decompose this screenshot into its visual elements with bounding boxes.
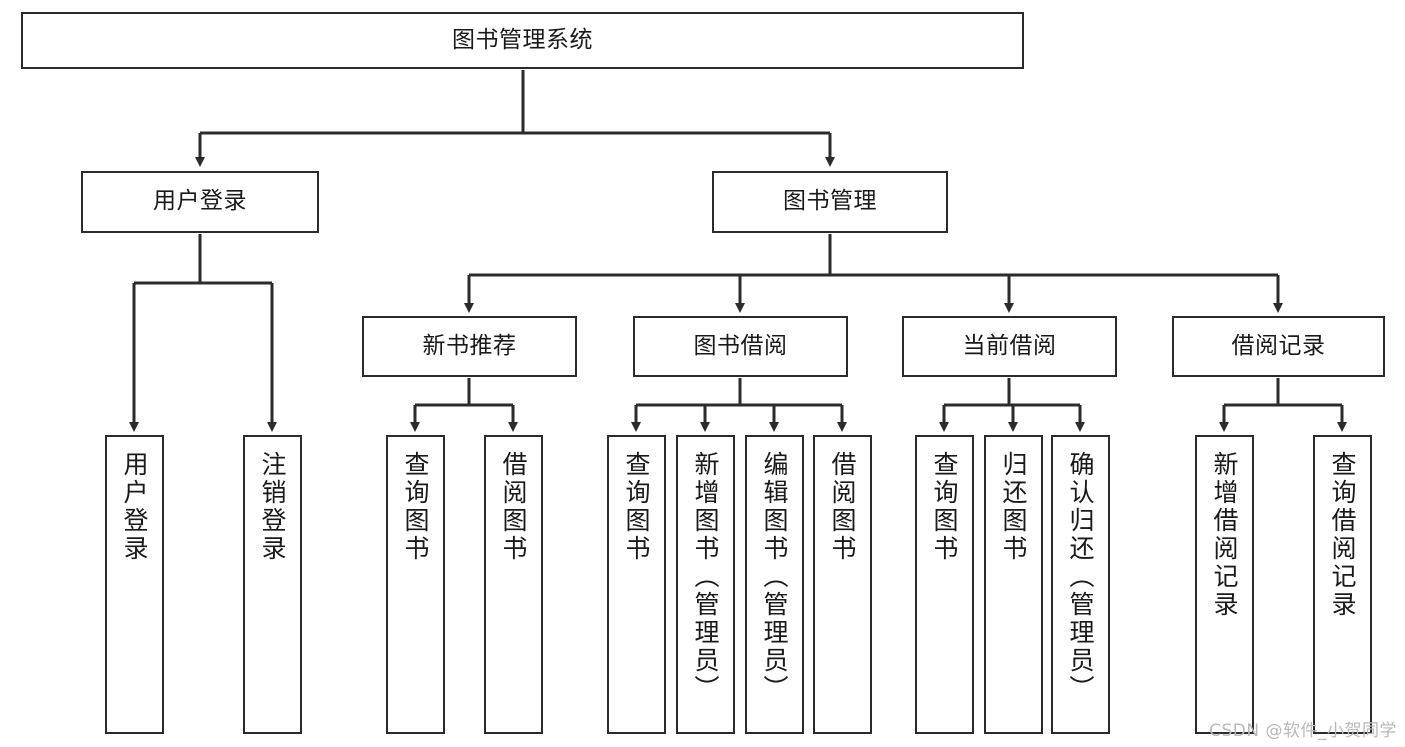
leaf-borrow-book-1-label: 借阅图书 [499,451,528,563]
leaf-user-login[interactable]: 用户登录 [105,435,164,734]
leaf-query-book-2[interactable]: 查询图书 [607,435,666,734]
node-borrow-record-label: 借阅记录 [1231,332,1326,359]
watermark: CSDN @软件_小贺同学 [1209,721,1397,741]
leaf-borrow-book-2-label: 借阅图书 [828,451,857,563]
leaf-confirm-return-label: 确认归还（管理员） [1066,451,1095,703]
leaf-edit-book-label: 编辑图书（管理员） [760,451,789,703]
leaf-borrow-book-2[interactable]: 借阅图书 [813,435,872,734]
node-new-book-rec[interactable]: 新书推荐 [362,316,577,377]
leaf-query-book-3-label: 查询图书 [930,451,959,563]
leaf-query-book-1[interactable]: 查询图书 [386,435,445,734]
leaf-return-book-label: 归还图书 [999,451,1028,563]
node-root-label: 图书管理系统 [452,26,593,53]
leaf-borrow-book-1[interactable]: 借阅图书 [484,435,543,734]
leaf-return-book[interactable]: 归还图书 [984,435,1043,734]
leaf-query-book-2-label: 查询图书 [622,451,651,563]
node-book-manage-label: 图书管理 [783,188,877,215]
leaf-query-book-1-label: 查询图书 [401,451,430,563]
node-new-book-rec-label: 新书推荐 [422,332,517,359]
node-user-login-label: 用户登录 [153,188,247,215]
node-borrow-record[interactable]: 借阅记录 [1172,316,1385,377]
leaf-add-record-label: 新增借阅记录 [1210,451,1239,619]
leaf-add-book-label: 新增图书（管理员） [691,451,720,703]
leaf-query-book-3[interactable]: 查询图书 [915,435,974,734]
leaf-logout-label: 注销登录 [258,451,287,563]
node-root[interactable]: 图书管理系统 [21,12,1024,69]
leaf-logout[interactable]: 注销登录 [243,435,302,734]
leaf-query-record[interactable]: 查询借阅记录 [1313,435,1372,734]
leaf-query-record-label: 查询借阅记录 [1328,451,1357,619]
node-current-borrow[interactable]: 当前借阅 [902,316,1117,377]
leaf-confirm-return[interactable]: 确认归还（管理员） [1051,435,1110,734]
node-user-login[interactable]: 用户登录 [81,171,319,233]
node-book-borrow-label: 图书借阅 [693,332,788,359]
node-current-borrow-label: 当前借阅 [962,332,1057,359]
leaf-add-record[interactable]: 新增借阅记录 [1195,435,1254,734]
leaf-edit-book[interactable]: 编辑图书（管理员） [745,435,804,734]
leaf-add-book[interactable]: 新增图书（管理员） [676,435,735,734]
node-book-borrow[interactable]: 图书借阅 [633,316,848,377]
leaf-user-login-label: 用户登录 [120,451,149,563]
node-book-manage[interactable]: 图书管理 [712,171,948,233]
